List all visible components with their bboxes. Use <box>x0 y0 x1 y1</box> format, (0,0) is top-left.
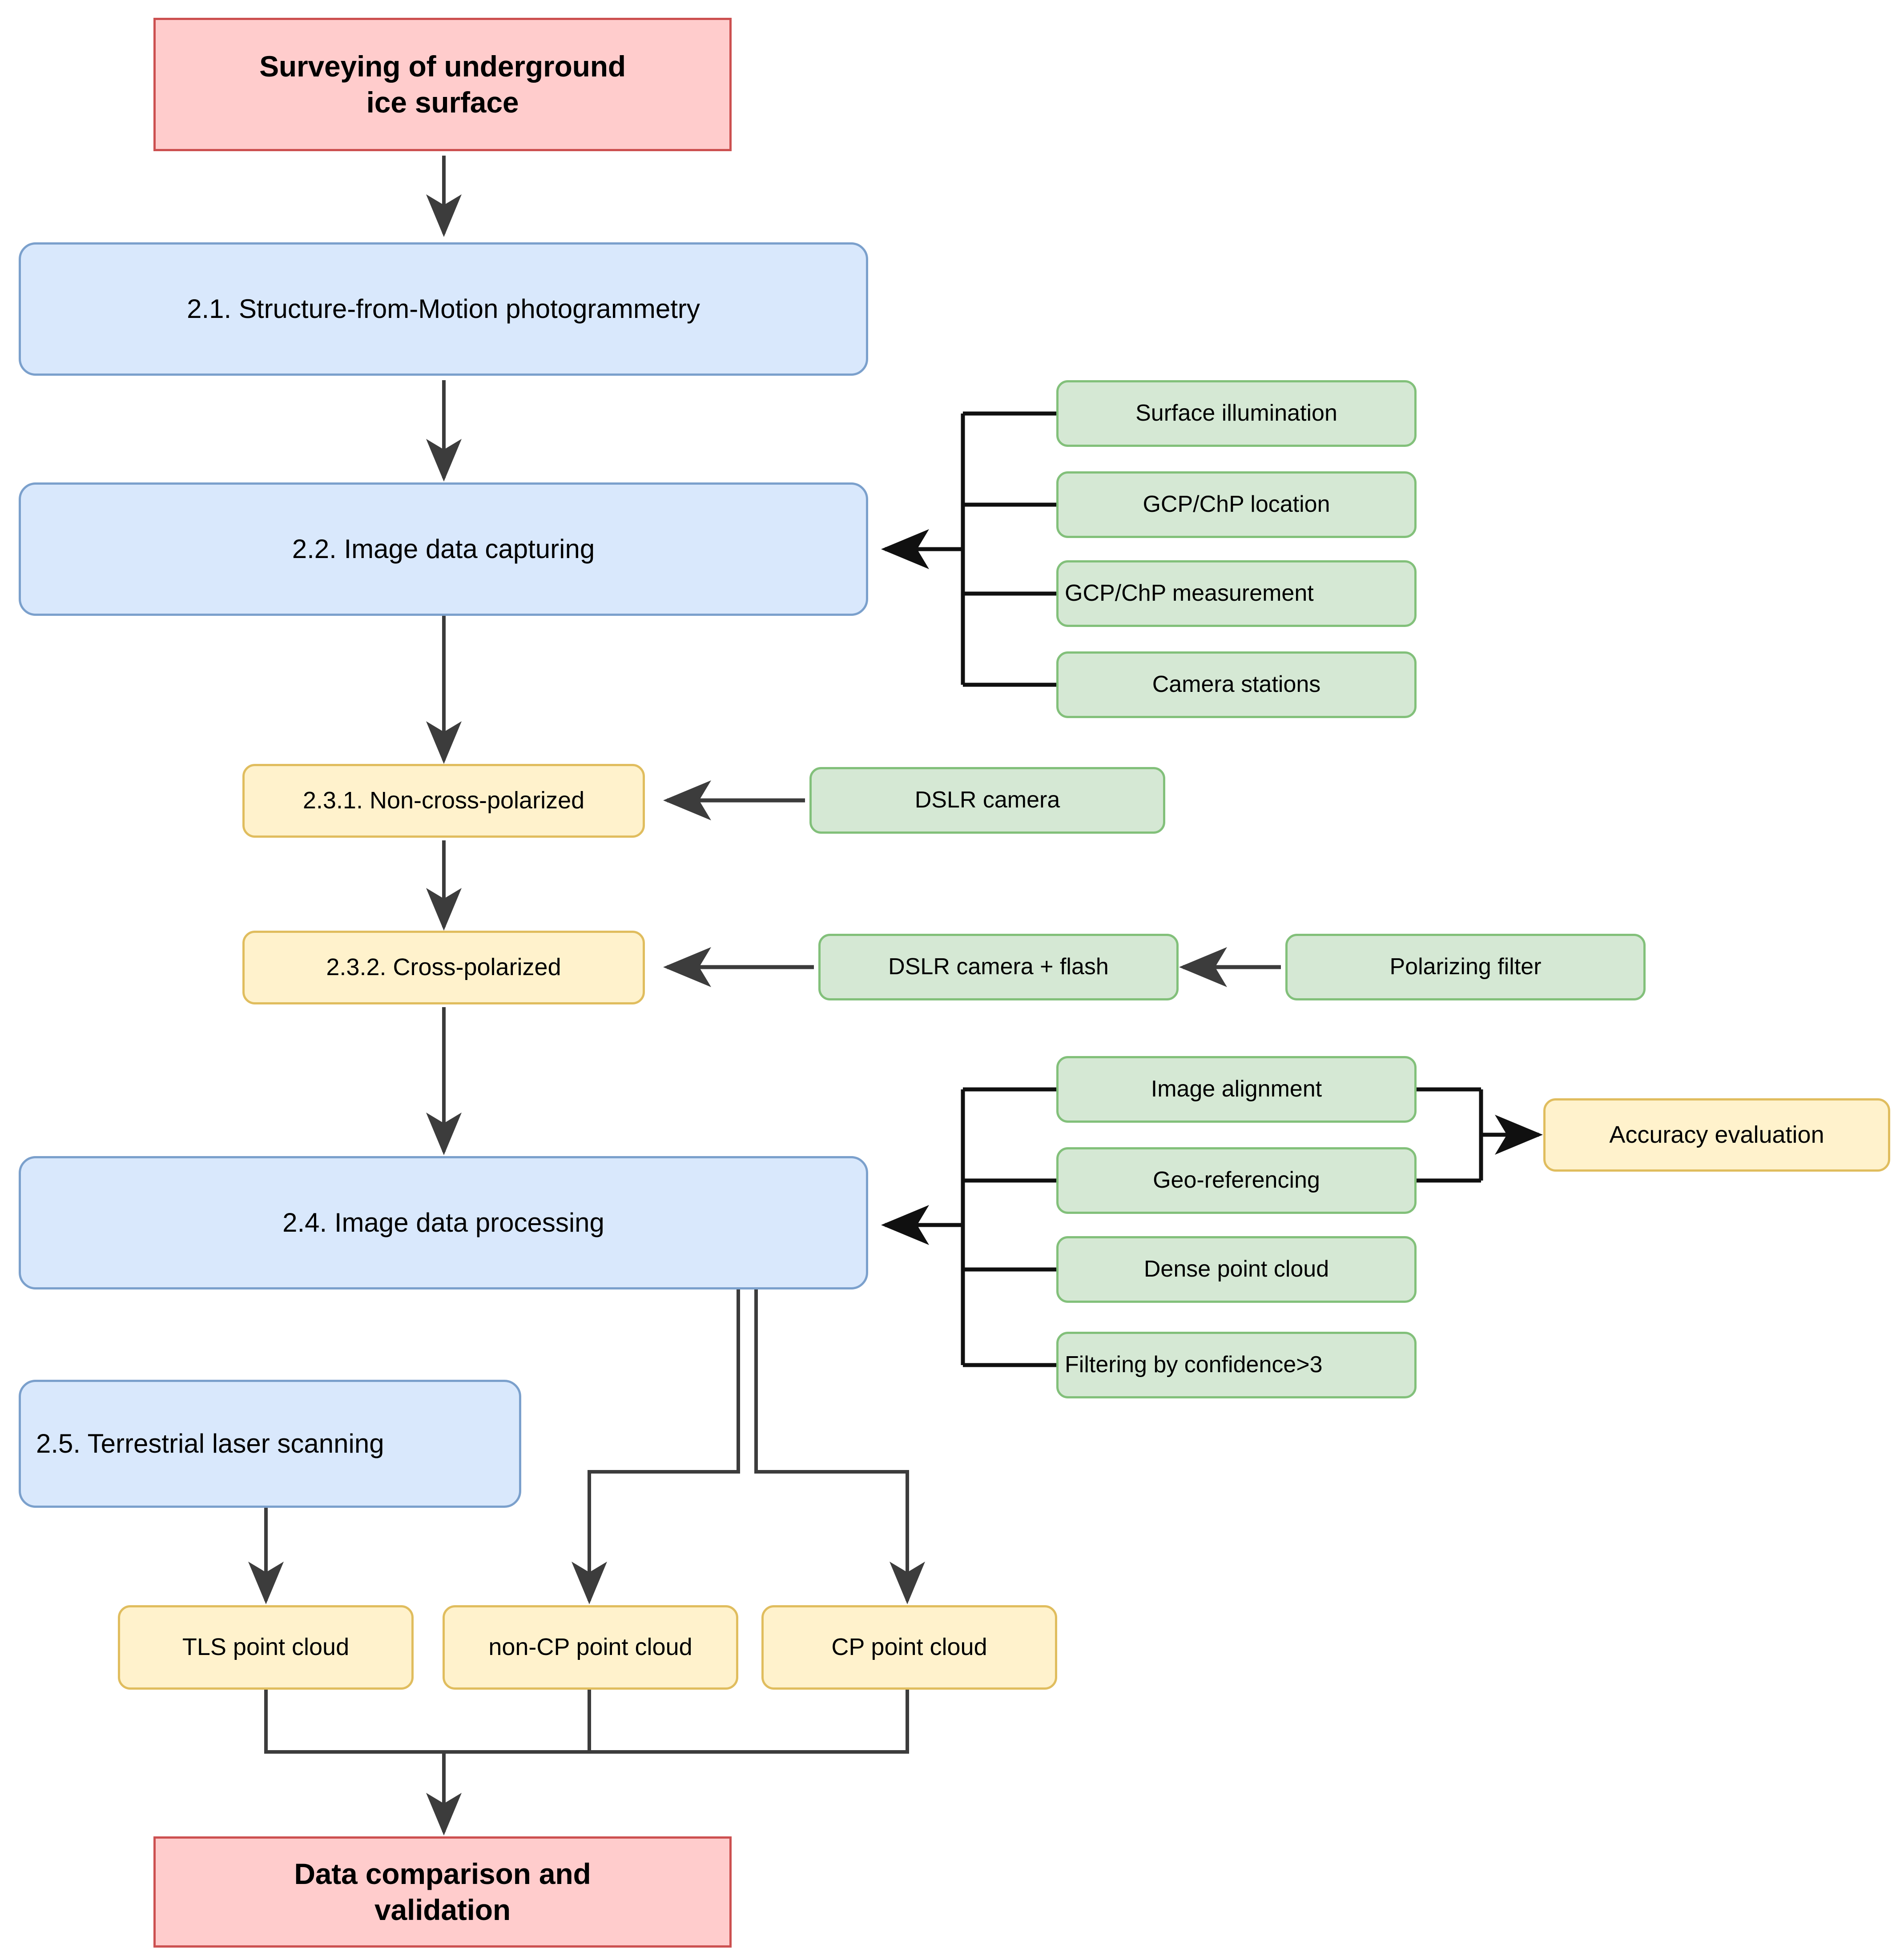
aux-image-alignment[interactable]: Image alignment <box>1056 1056 1417 1123</box>
aux-gcp-chp-location-label: GCP/ChP location <box>1143 491 1330 518</box>
edge-24-to-cp <box>754 1289 925 1604</box>
aux-filtering-by-confidence-label: Filtering by confidence>3 <box>1065 1352 1323 1378</box>
aux-camera-stations[interactable]: Camera stations <box>1056 651 1417 718</box>
node-start-line2: ice surface <box>366 86 519 119</box>
aux-dslr-camera-flash[interactable]: DSLR camera + flash <box>818 934 1179 1000</box>
aux-gcp-chp-location[interactable]: GCP/ChP location <box>1056 471 1417 538</box>
aux-polarizing-filter[interactable]: Polarizing filter <box>1285 934 1646 1000</box>
edge-cp-merge <box>444 1690 909 1754</box>
aux-dense-point-cloud[interactable]: Dense point cloud <box>1056 1236 1417 1303</box>
node-stage-2-5[interactable]: 2.5. Terrestrial laser scanning <box>19 1380 521 1508</box>
node-stage-2-4-label: 2.4. Image data processing <box>282 1208 604 1238</box>
aux-dense-point-cloud-label: Dense point cloud <box>1143 1256 1329 1282</box>
node-stage-2-2[interactable]: 2.2. Image data capturing <box>19 482 868 616</box>
node-cloud-tls-label: TLS point cloud <box>182 1634 350 1661</box>
aux-dslr-camera-flash-label: DSLR camera + flash <box>888 954 1109 980</box>
edge-24-to-noncp <box>572 1289 740 1604</box>
node-cloud-cp-label: CP point cloud <box>831 1634 987 1661</box>
node-stage-2-4[interactable]: 2.4. Image data processing <box>19 1156 868 1289</box>
aux-camera-stations-label: Camera stations <box>1152 671 1321 698</box>
node-cloud-cp[interactable]: CP point cloud <box>761 1605 1057 1690</box>
aux-filtering-by-confidence[interactable]: Filtering by confidence>3 <box>1056 1332 1417 1398</box>
node-end-line2: validation <box>374 1893 511 1926</box>
aux-dslr-camera[interactable]: DSLR camera <box>809 767 1165 834</box>
aux-polarizing-filter-label: Polarizing filter <box>1389 954 1542 980</box>
edge-tls-merge <box>264 1690 444 1754</box>
aux-geo-referencing[interactable]: Geo-referencing <box>1056 1147 1417 1214</box>
node-cloud-tls[interactable]: TLS point cloud <box>118 1605 414 1690</box>
aux-surface-illumination[interactable]: Surface illumination <box>1056 380 1417 447</box>
aux-gcp-chp-measurement[interactable]: GCP/ChP measurement <box>1056 560 1417 627</box>
node-stage-2-2-label: 2.2. Image data capturing <box>292 534 595 564</box>
node-stage-2-1[interactable]: 2.1. Structure-from-Motion photogrammetr… <box>19 242 868 376</box>
node-start-line1: Surveying of underground <box>259 50 626 83</box>
aux-gcp-chp-measurement-label: GCP/ChP measurement <box>1065 580 1314 606</box>
node-sub-2-3-1-label: 2.3.1. Non-cross-polarized <box>302 787 585 814</box>
edge-noncp-merge <box>444 1690 591 1754</box>
node-cloud-noncp[interactable]: non-CP point cloud <box>443 1605 738 1690</box>
aux-image-alignment-label: Image alignment <box>1151 1076 1322 1102</box>
node-stage-2-1-label: 2.1. Structure-from-Motion photogrammetr… <box>187 294 700 324</box>
node-sub-2-3-1[interactable]: 2.3.1. Non-cross-polarized <box>242 764 645 838</box>
node-accuracy-evaluation-label: Accuracy evaluation <box>1609 1121 1824 1148</box>
node-end-line1: Data comparison and <box>294 1857 591 1891</box>
aux-dslr-camera-label: DSLR camera <box>914 787 1060 813</box>
node-start[interactable]: Surveying of underground ice surface <box>153 18 732 151</box>
node-stage-2-5-label: 2.5. Terrestrial laser scanning <box>36 1429 384 1459</box>
aux-geo-referencing-label: Geo-referencing <box>1153 1167 1320 1193</box>
node-cloud-noncp-label: non-CP point cloud <box>488 1634 692 1661</box>
node-accuracy-evaluation[interactable]: Accuracy evaluation <box>1543 1098 1890 1172</box>
node-sub-2-3-2-label: 2.3.2. Cross-polarized <box>326 954 561 981</box>
aux-surface-illumination-label: Surface illumination <box>1135 400 1337 426</box>
node-sub-2-3-2[interactable]: 2.3.2. Cross-polarized <box>242 931 645 1004</box>
node-end[interactable]: Data comparison and validation <box>153 1836 732 1948</box>
